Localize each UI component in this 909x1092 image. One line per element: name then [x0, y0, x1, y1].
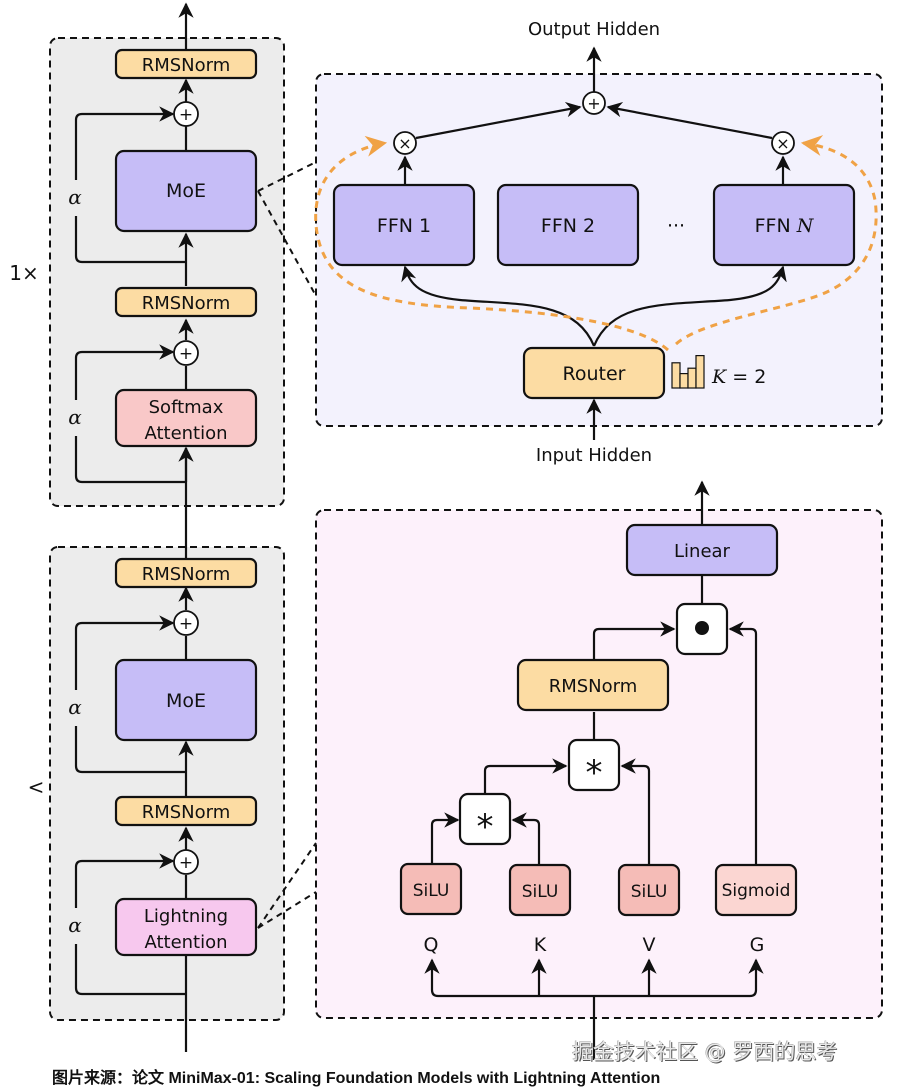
expert-label: FFN 2	[541, 215, 595, 237]
moe-zoom-connector	[257, 161, 317, 297]
gate-path-right	[674, 135, 878, 346]
mul-symbol: ×	[398, 134, 411, 153]
alpha-label: α	[68, 405, 82, 429]
lightning-attention-label-line1: Lightning	[144, 906, 228, 927]
figure-caption: 图片来源：论文 MiniMax-01: Scaling Foundation M…	[52, 1070, 661, 1087]
output-hidden-label: Output Hidden	[528, 19, 660, 40]
kv-product-box	[567, 738, 621, 792]
silu-k-box	[508, 863, 572, 917]
softmax-attention-box	[114, 388, 258, 448]
rmsnorm-label: RMSNorm	[549, 676, 638, 697]
multiply-icon: *	[586, 753, 603, 793]
add-symbol: +	[179, 105, 193, 125]
input-g-label: G	[750, 934, 765, 956]
router-box	[522, 346, 666, 400]
moe-label: MoE	[166, 690, 206, 712]
rmsnorm-box	[516, 658, 670, 712]
input-q-label: Q	[424, 934, 439, 956]
softmax-attention-label-line2: Attention	[144, 423, 227, 444]
expert-label-prefix: FFN	[755, 215, 797, 237]
silu-v-box	[617, 863, 681, 917]
expert-ffn-1	[332, 183, 476, 267]
alpha-label: α	[68, 185, 82, 209]
expert-label: FFN N	[755, 215, 815, 237]
linear-box	[625, 523, 779, 577]
add-symbol: +	[179, 614, 193, 634]
sigmoid-label: Sigmoid	[722, 881, 791, 901]
watermark: 掘金技术社区 @ 罗西的思考	[572, 1040, 838, 1064]
rmsnorm-box	[114, 48, 258, 80]
topk-label: K = 2	[711, 366, 766, 388]
router-score-bar	[695, 355, 705, 389]
linear-label: Linear	[674, 541, 731, 562]
rmsnorm-box	[114, 557, 258, 589]
expert-label-n: N	[796, 215, 815, 237]
ffnN-weight-node	[771, 131, 795, 155]
lightning-attention-label-line2: Attention	[144, 932, 227, 953]
expert-label: FFN 1	[377, 215, 431, 237]
moe-sum-symbol: +	[587, 94, 600, 113]
multiply-icon: *	[477, 807, 494, 847]
alpha-label: α	[68, 695, 82, 719]
qk-product-box	[458, 792, 512, 846]
sigmoid-g-box	[714, 863, 798, 917]
rmsnorm-label: RMSNorm	[142, 293, 231, 314]
moe-box	[114, 658, 258, 742]
rmsnorm-label: RMSNorm	[142, 802, 231, 823]
expert-ffn-n	[712, 183, 856, 267]
add-node	[173, 340, 199, 366]
silu-label: SiLU	[522, 882, 559, 902]
add-node	[173, 101, 199, 127]
router-score-bar	[671, 362, 681, 389]
input-k-label: K	[534, 934, 547, 956]
router-score-bar	[679, 373, 689, 389]
mul-symbol: ×	[776, 134, 789, 153]
softmax-attention-label-line1: Softmax	[149, 397, 224, 418]
router-label: Router	[563, 363, 626, 385]
elementwise-product-icon	[695, 621, 709, 635]
router-score-bar	[687, 367, 697, 389]
rmsnorm-label: RMSNorm	[142, 564, 231, 585]
router-to-ffn1-edge	[401, 265, 596, 347]
router-score-histogram	[671, 355, 705, 389]
topk-var: K	[711, 366, 728, 388]
rmsnorm-box	[114, 795, 258, 827]
silu-label: SiLU	[413, 881, 450, 901]
router-to-ffnN-edge	[592, 265, 787, 347]
lightning-attention-box	[114, 897, 258, 957]
lightning-zoom-connector	[257, 842, 317, 929]
add-node	[173, 849, 199, 875]
add-node	[173, 610, 199, 636]
expert-ellipsis: ···	[667, 215, 685, 237]
moe-label: MoE	[166, 180, 206, 202]
repeat-count-label: <	[28, 775, 45, 799]
moe-box	[114, 149, 258, 233]
add-symbol: +	[179, 344, 193, 364]
topk-value: = 2	[726, 366, 766, 388]
add-symbol: +	[179, 853, 193, 873]
moe-sum-node	[582, 91, 606, 115]
ffn1-weight-node	[393, 131, 417, 155]
silu-label: SiLU	[631, 882, 668, 902]
input-v-label: V	[643, 934, 656, 956]
repeat-count-label: 1×	[9, 261, 38, 285]
expert-ffn-2	[496, 183, 640, 267]
rmsnorm-label: RMSNorm	[142, 55, 231, 76]
rmsnorm-box	[114, 286, 258, 318]
input-hidden-label: Input Hidden	[536, 445, 652, 466]
silu-q-box	[399, 862, 463, 916]
alpha-label: α	[68, 913, 82, 937]
